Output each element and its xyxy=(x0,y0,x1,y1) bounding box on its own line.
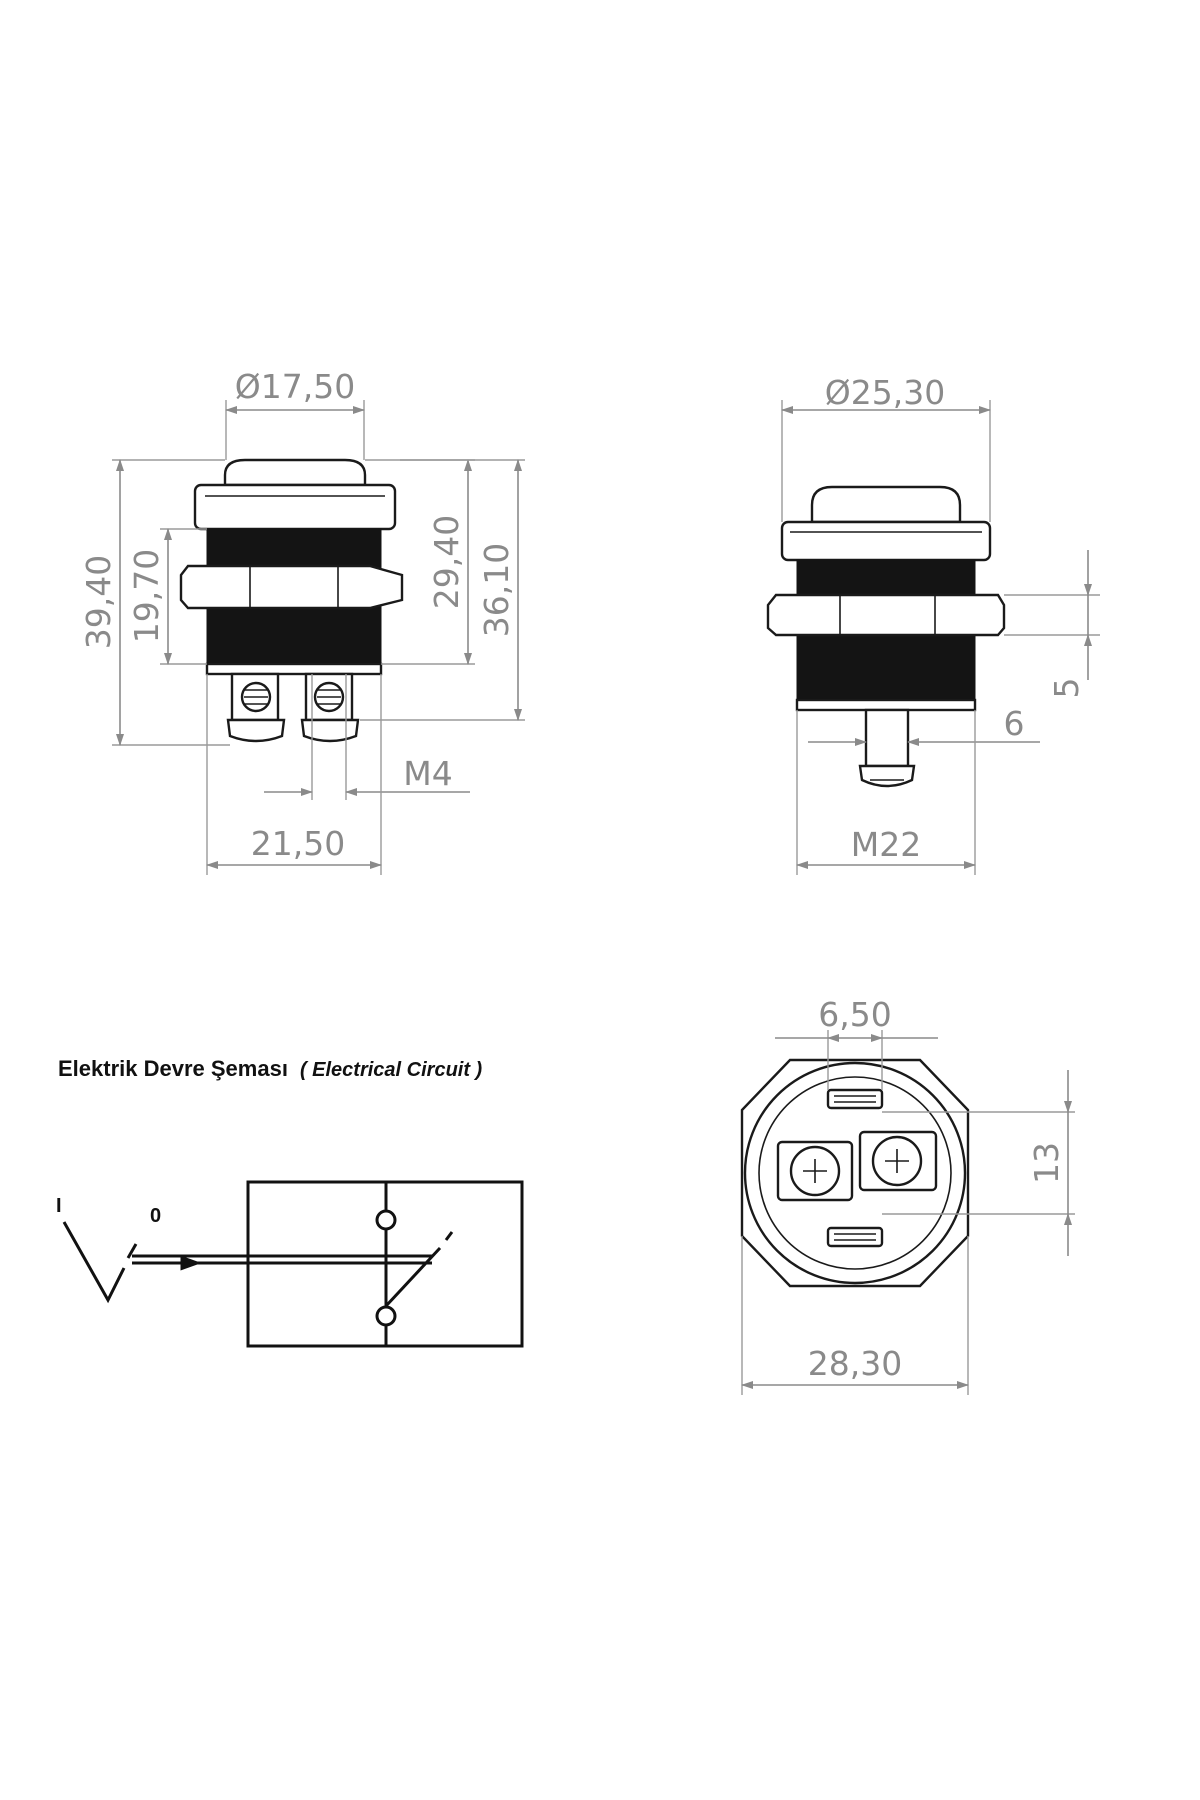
dim-side-nut-height: 5 xyxy=(1047,678,1086,699)
circuit-position-off: 0 xyxy=(150,1205,161,1227)
dim-side-terminal-width: 6 xyxy=(1004,704,1025,743)
dim-side-thread: M22 xyxy=(851,825,921,864)
front-view: Ø17,50 39,40 19,70 29,40 36,10 M4 21,50 xyxy=(79,367,525,875)
dim-bottom-nut-width: 28,30 xyxy=(808,1344,902,1383)
dim-side-diameter: Ø25,30 xyxy=(825,373,945,412)
dim-front-bottom-width: 21,50 xyxy=(251,824,345,863)
dim-front-thread-height: 19,70 xyxy=(127,549,166,643)
side-view: Ø25,30 5 6 M22 xyxy=(766,373,1100,875)
electrical-circuit: Elektrik Devre Şeması ( Electrical Circu… xyxy=(56,1056,524,1348)
dim-bottom-terminal-width: 6,50 xyxy=(818,995,891,1034)
dim-front-screw: M4 xyxy=(403,754,452,793)
dim-front-total-height: 39,40 xyxy=(79,555,118,649)
dim-bottom-terminal-pitch: 13 xyxy=(1027,1142,1066,1184)
dim-front-diameter: Ø17,50 xyxy=(235,367,355,406)
circuit-position-on: I xyxy=(56,1195,62,1217)
circuit-title: Elektrik Devre Şeması ( Electrical Circu… xyxy=(58,1056,483,1081)
bottom-view: 6,50 13 28,30 xyxy=(740,995,1075,1395)
dim-front-overall-height: 36,10 xyxy=(477,543,516,637)
dim-front-body-height: 29,40 xyxy=(427,515,466,609)
